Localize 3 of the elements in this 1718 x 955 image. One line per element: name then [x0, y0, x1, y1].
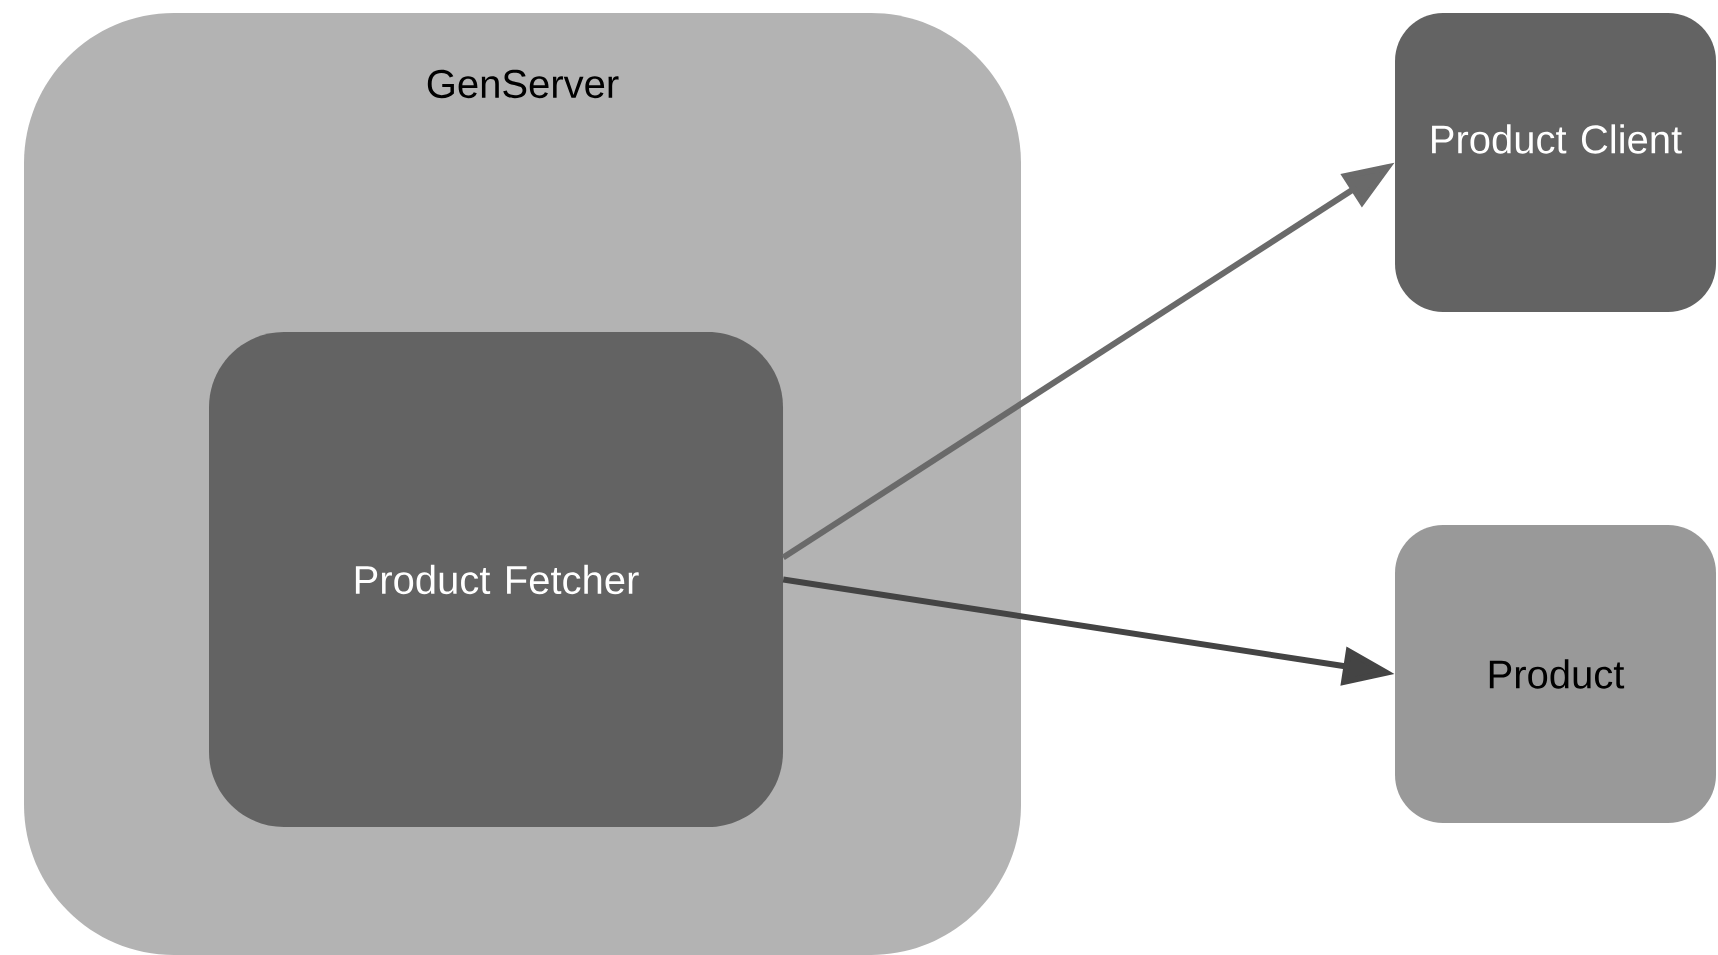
process-box: Product Fetcher: [209, 332, 783, 827]
process-box: Product: [1395, 525, 1716, 823]
process-box: Product Client: [1395, 13, 1716, 312]
